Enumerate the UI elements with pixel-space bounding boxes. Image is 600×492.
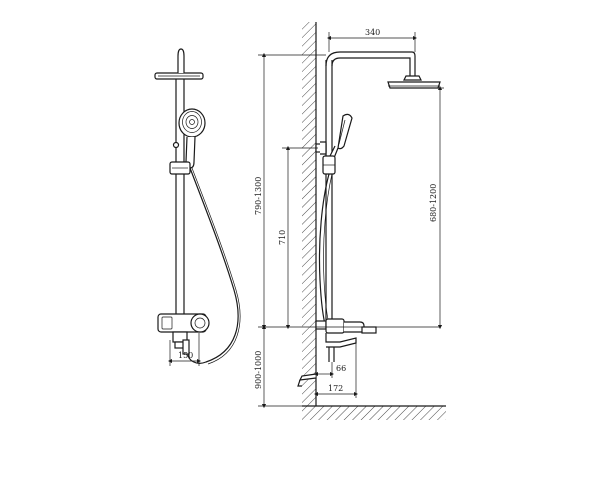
dim-front-spacing-label: 150 — [178, 351, 193, 360]
slide-holder-side — [322, 155, 336, 175]
dim-front-spacing: 150 — [167, 333, 202, 366]
riser-pipe-side — [325, 60, 333, 322]
rain-head-front — [154, 72, 204, 80]
dim-head-height: 680-1200 — [420, 85, 444, 330]
lower-spout-side — [297, 373, 317, 387]
dim-spout-reach-label: 172 — [328, 384, 343, 393]
dim-total-height-label: 790-1300 — [254, 177, 263, 215]
rain-head-side — [387, 75, 441, 89]
mixer-valve-side — [315, 318, 377, 362]
wall — [302, 22, 316, 406]
dim-spout-depth-label: 66 — [336, 364, 346, 373]
floor — [302, 406, 446, 420]
dim-spout-reach: 172 — [313, 343, 359, 398]
hose-front — [187, 167, 239, 364]
hose-side — [318, 173, 330, 329]
dim-top-width: 340 — [326, 28, 418, 52]
dim-slide-height: 710 — [278, 145, 318, 330]
hand-shower-side — [329, 113, 353, 159]
dim-top-width-label: 340 — [365, 28, 380, 37]
front-view: 150 — [154, 48, 241, 366]
dim-total-height: 790-1300 — [254, 52, 326, 330]
dim-floor-height: 900-1000 — [254, 324, 302, 409]
dim-slide-height-label: 710 — [278, 230, 287, 245]
top-arm-stub — [177, 48, 185, 73]
slide-bracket-front — [169, 141, 191, 175]
shower-arm-side — [325, 51, 416, 76]
dim-floor-height-label: 900-1000 — [254, 351, 263, 389]
hand-shower-front — [178, 108, 206, 169]
dim-head-height-label: 680-1200 — [429, 184, 438, 222]
mixer-valve-front — [157, 313, 210, 355]
side-view: 340 790-1300 710 680-1200 900-1000 — [254, 22, 446, 420]
